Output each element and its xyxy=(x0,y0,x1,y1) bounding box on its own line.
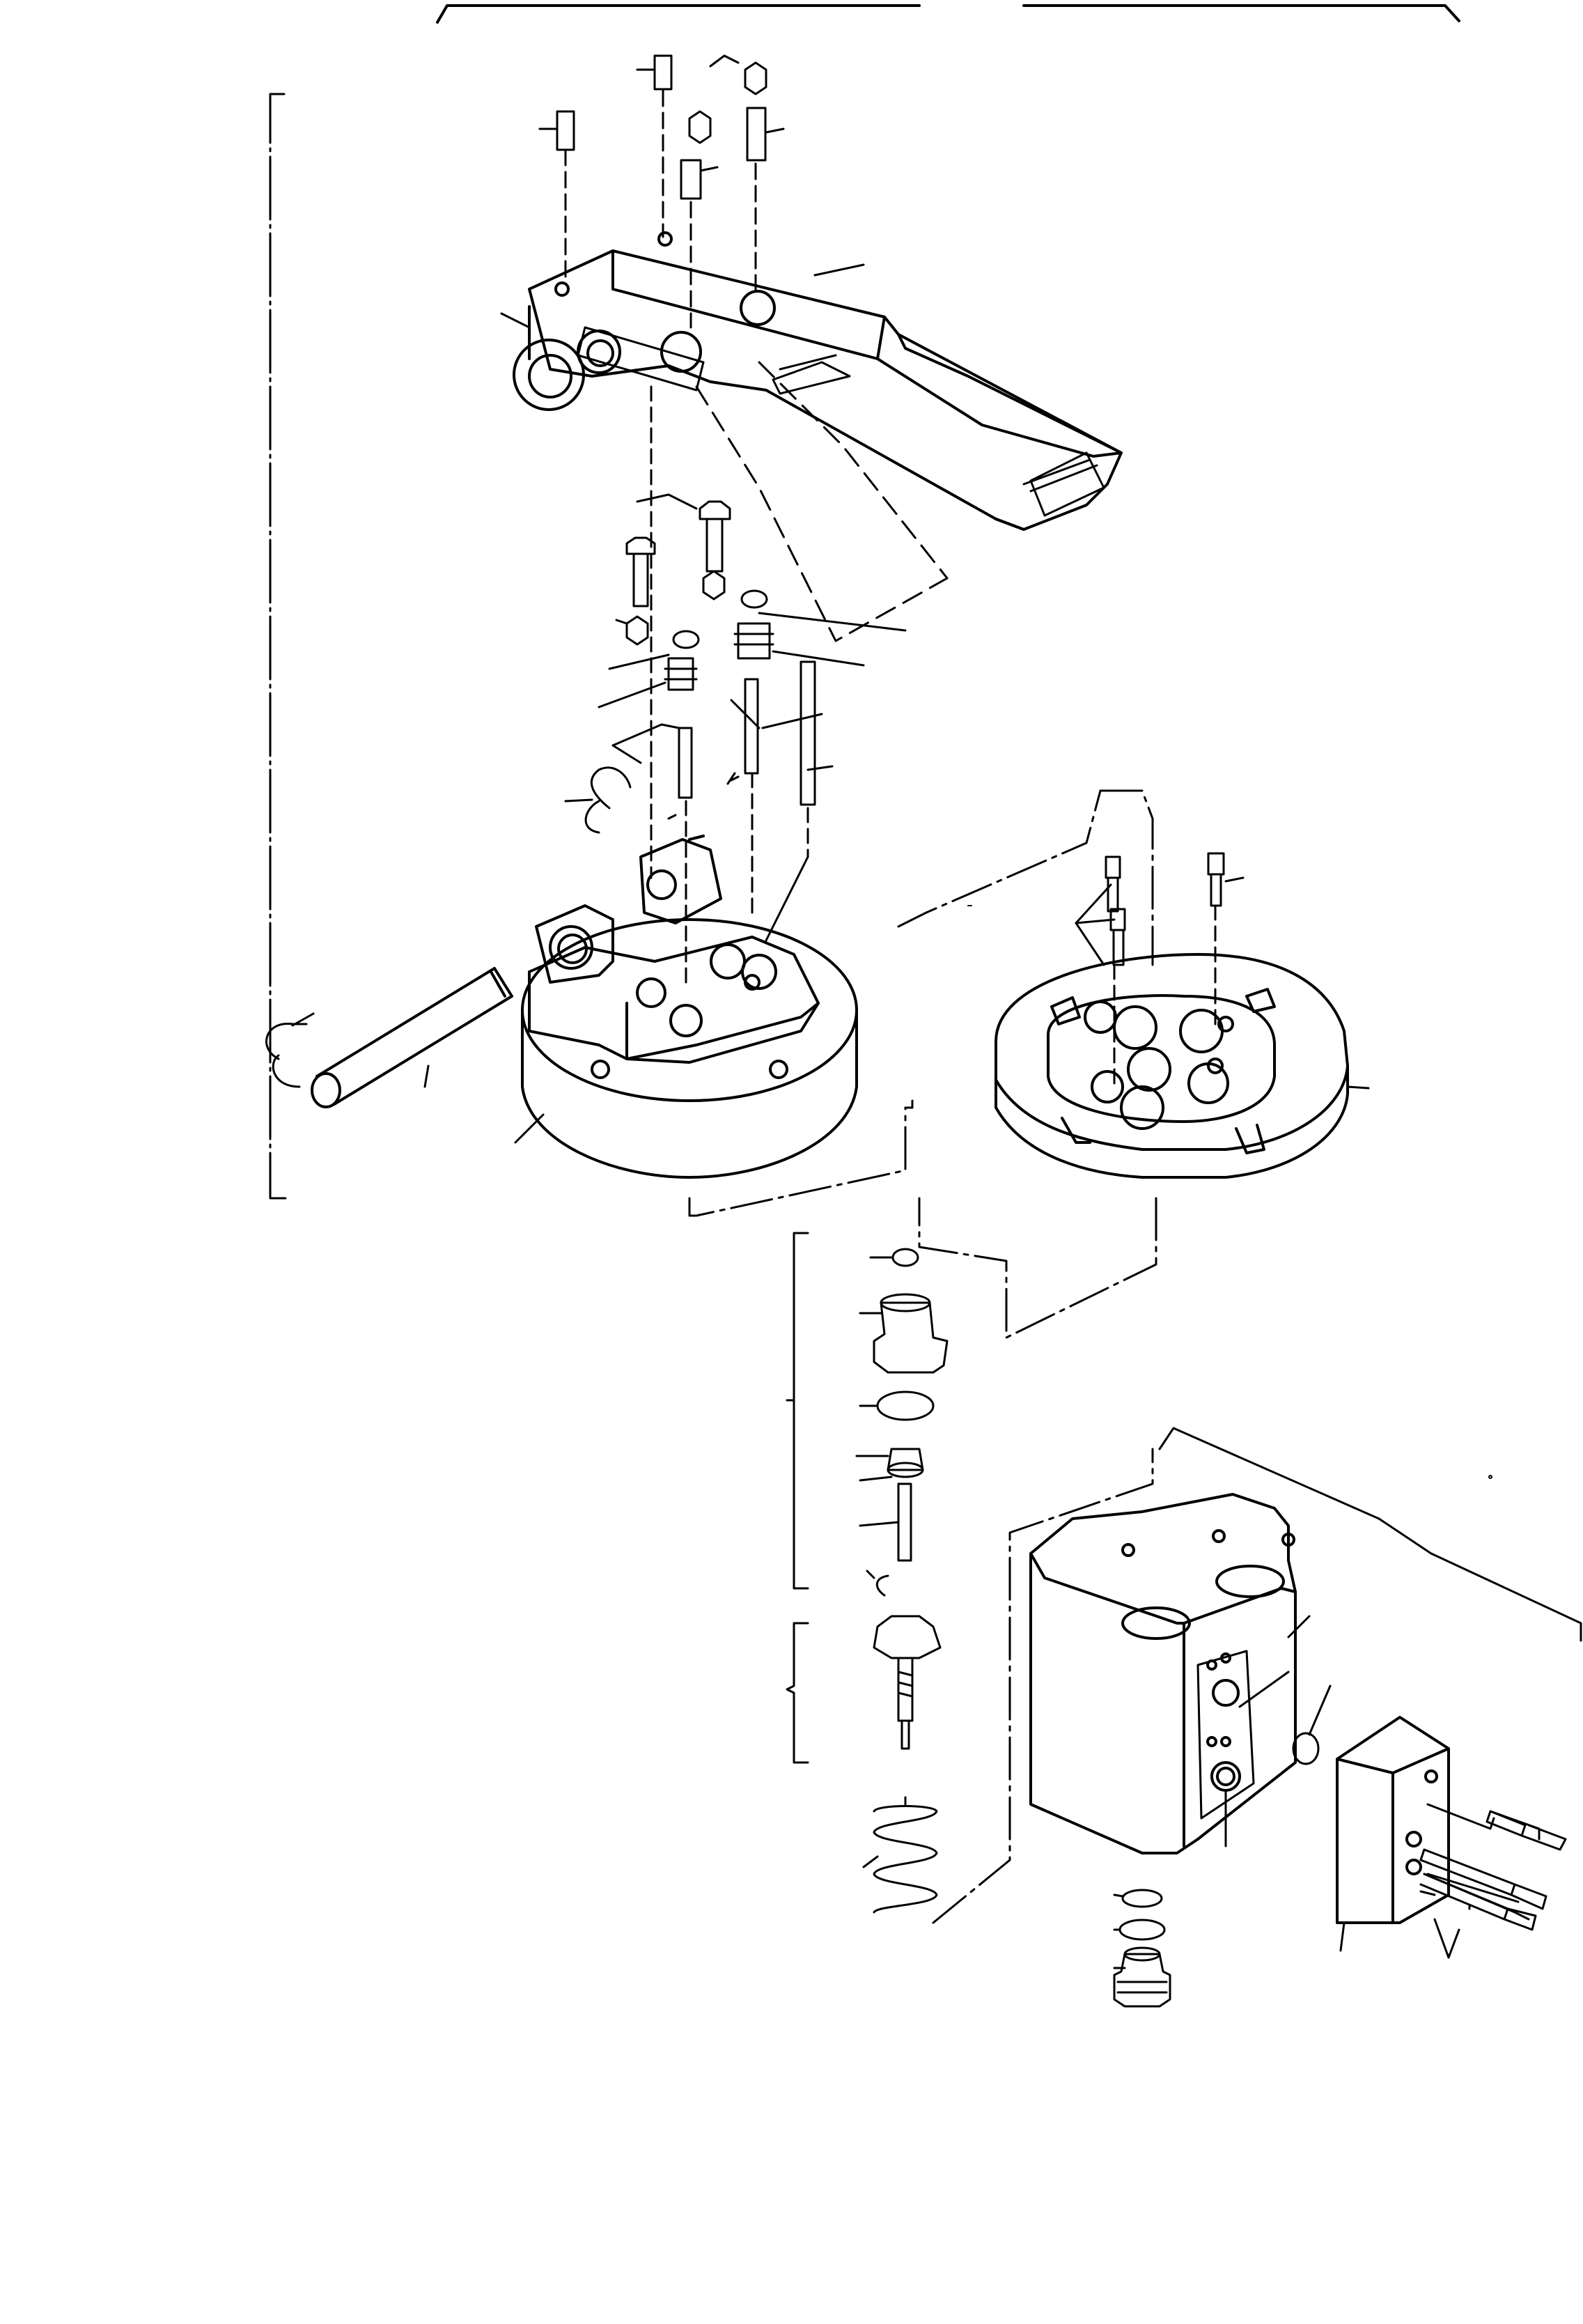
head-upper-fasteners xyxy=(598,385,907,984)
valve-body xyxy=(1029,1493,1311,1854)
spring-body-phantom-bracket xyxy=(932,1448,1154,1924)
bottom-plug-parts xyxy=(1113,1889,1171,2008)
arm-top-fasteners xyxy=(538,54,785,329)
head-to-arm-phantom-lines xyxy=(695,361,949,642)
mounting-head xyxy=(514,835,858,1179)
top-frame-lines xyxy=(436,4,1460,24)
lever-arm xyxy=(513,231,1123,531)
arm-leader-lines xyxy=(500,263,865,329)
stray-marks xyxy=(967,905,1492,1479)
left-assembly-bracket xyxy=(269,93,287,1200)
cover-block xyxy=(1336,1716,1450,1952)
side-o-ring xyxy=(1292,1684,1332,1765)
adapter-plate xyxy=(995,953,1370,1179)
cover-block-bolts xyxy=(1419,1803,1567,1959)
valve-body-bracket xyxy=(1158,1427,1582,1642)
retaining-clips xyxy=(265,766,632,1088)
valve-stack-parts xyxy=(855,1248,949,1914)
adapter-plate-screws xyxy=(1075,852,1245,1088)
valve-stack-bracket xyxy=(786,1232,809,1764)
head-plate-phantom-bracket xyxy=(688,789,1154,1217)
plate-valve-phantom-bracket xyxy=(918,1197,1157,1339)
pivot-pin xyxy=(311,967,513,1108)
